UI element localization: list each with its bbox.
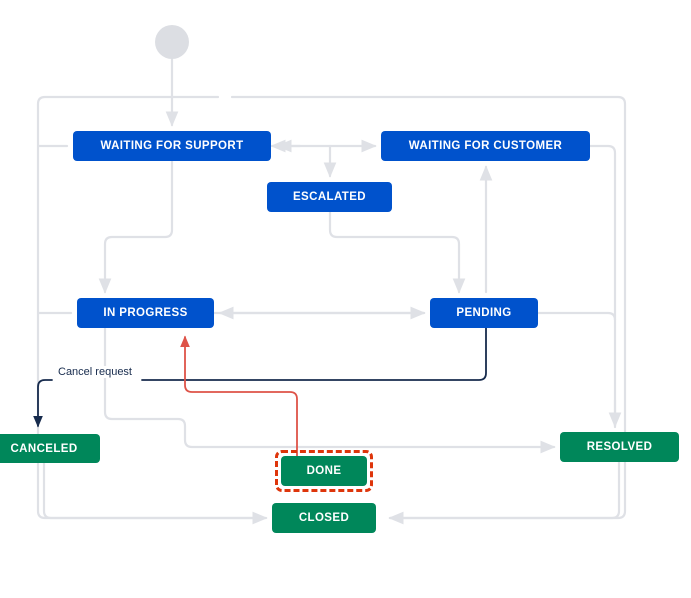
wire-escalated-to-pending xyxy=(328,210,466,294)
state-node-done[interactable]: DONE xyxy=(281,456,367,486)
wire-waiting-support-to-in-progress xyxy=(98,159,174,294)
wire-resolved-to-closed xyxy=(388,460,621,525)
wire-frame-outer-right-down xyxy=(388,102,627,520)
transition-label-cancel-request[interactable]: Cancel request xyxy=(54,366,136,378)
state-node-pending[interactable]: PENDING xyxy=(430,298,538,328)
wire-waiting-customer-to-right-frame xyxy=(588,144,617,429)
wire-done-to-in-progress xyxy=(180,335,298,457)
state-node-waiting-for-support[interactable]: WAITING FOR SUPPORT xyxy=(73,131,271,161)
state-node-resolved[interactable]: RESOLVED xyxy=(560,432,679,462)
wire-pending-to-canceled-left xyxy=(33,379,53,428)
state-node-closed[interactable]: CLOSED xyxy=(272,503,376,533)
state-node-waiting-for-customer[interactable]: WAITING FOR CUSTOMER xyxy=(381,131,590,161)
state-node-in-progress[interactable]: IN PROGRESS xyxy=(77,298,214,328)
wire-canceled-to-closed xyxy=(42,461,268,525)
wire-frame-outer-bottom-left xyxy=(36,461,260,520)
wire-pending-to-canceled-right xyxy=(141,327,487,381)
wire-in-progress-to-resolved xyxy=(103,326,556,454)
start-circle[interactable] xyxy=(155,25,189,59)
done-selection-ring xyxy=(275,450,373,492)
wire-frame-outer-right xyxy=(230,95,627,106)
wire-frame-outer-left xyxy=(36,95,220,465)
state-node-escalated[interactable]: ESCALATED xyxy=(267,182,392,212)
state-node-canceled[interactable]: CANCELED xyxy=(0,434,100,463)
wire-pending-to-right-frame xyxy=(536,311,617,322)
